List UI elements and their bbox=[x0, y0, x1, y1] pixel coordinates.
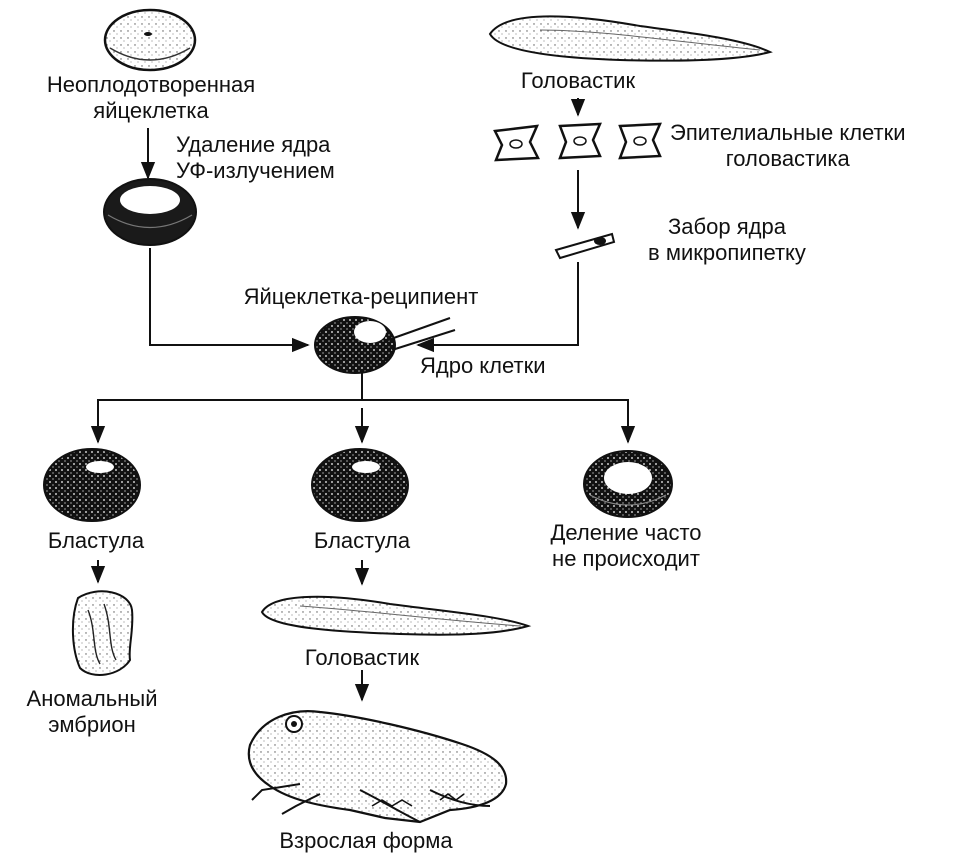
unfertilized-egg-icon bbox=[105, 10, 195, 70]
epithelial-cells-icon bbox=[495, 124, 660, 160]
tadpole-bottom-icon bbox=[262, 597, 528, 635]
tadpole-top-icon bbox=[490, 16, 770, 60]
abnormal-embryo-label-line1: Аномальный bbox=[27, 686, 158, 712]
nucleus-collection-label-line1: Забор ядра bbox=[648, 214, 806, 240]
blastula-middle-icon bbox=[312, 449, 408, 521]
tadpole-top-label: Головастик bbox=[521, 68, 635, 94]
nucleus-removal-label-line1: Удаление ядра bbox=[176, 132, 335, 158]
nucleus-removal-label: Удаление ядра УФ-излучением bbox=[176, 132, 335, 184]
no-division-label-line2: не происходит bbox=[550, 546, 701, 572]
cell-nucleus-label: Ядро клетки bbox=[420, 353, 546, 379]
blastula-middle-label: Бластула bbox=[314, 528, 410, 554]
blastula-left-icon bbox=[44, 449, 140, 521]
enucleated-egg-icon bbox=[104, 179, 196, 245]
unfertilized-egg-label-line2: яйцеклетка bbox=[47, 98, 255, 124]
adult-frog-icon bbox=[249, 711, 506, 822]
nucleus-removal-label-line2: УФ-излучением bbox=[176, 158, 335, 184]
abnormal-embryo-label: Аномальный эмбрион bbox=[27, 686, 158, 738]
no-division-label: Деление часто не происходит bbox=[550, 520, 701, 572]
unfertilized-egg-label-line1: Неоплодотворенная bbox=[47, 72, 255, 98]
unfertilized-egg-label: Неоплодотворенная яйцеклетка bbox=[47, 72, 255, 124]
nucleus-collection-label-line2: в микропипетку bbox=[648, 240, 806, 266]
abnormal-embryo-icon bbox=[73, 591, 133, 675]
epithelial-cells-label: Эпителиальные клетки головастика bbox=[670, 120, 906, 172]
recipient-egg-label: Яйцеклетка-реципиент bbox=[244, 284, 479, 310]
blastula-left-label: Бластула bbox=[48, 528, 144, 554]
epithelial-cells-label-line2: головастика bbox=[670, 146, 906, 172]
no-division-label-line1: Деление часто bbox=[550, 520, 701, 546]
tadpole-bottom-label: Головастик bbox=[305, 645, 419, 671]
undivided-egg-icon bbox=[584, 451, 672, 517]
micropipette-icon bbox=[556, 234, 614, 258]
nucleus-collection-label: Забор ядра в микропипетку bbox=[648, 214, 806, 266]
abnormal-embryo-label-line2: эмбрион bbox=[27, 712, 158, 738]
epithelial-cells-label-line1: Эпителиальные клетки bbox=[670, 120, 906, 146]
adult-form-label: Взрослая форма bbox=[279, 828, 452, 854]
